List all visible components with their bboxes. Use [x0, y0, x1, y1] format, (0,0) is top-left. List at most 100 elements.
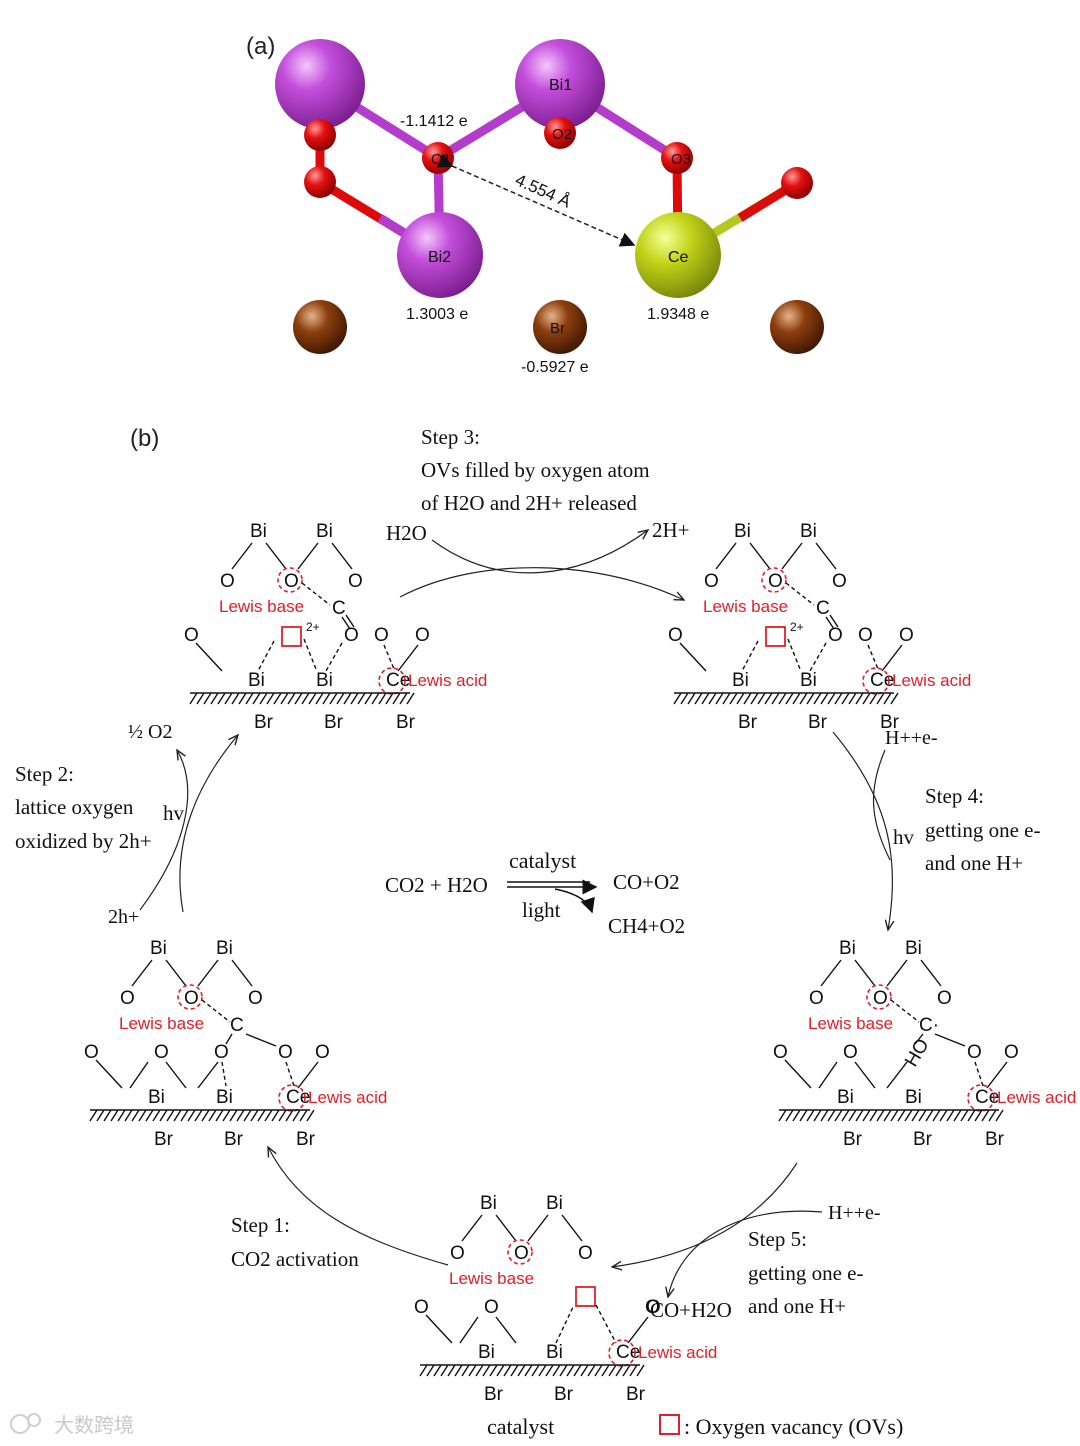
br-label: Br [626, 1384, 646, 1405]
surface-hatch [433, 1364, 442, 1377]
surface-hatch [343, 692, 352, 705]
lewis-base-site-circle [866, 984, 892, 1010]
bond [818, 1061, 838, 1089]
lewis-base-label: Lewis base [703, 597, 788, 616]
surface-hatch [110, 1109, 119, 1122]
bond [867, 644, 879, 670]
lewis-acid-site-circle [862, 667, 890, 695]
surface-hatch [194, 1109, 203, 1122]
step1-title: Step 1: [231, 1213, 290, 1237]
oxygen-vacancy-square [575, 1286, 596, 1307]
lewis-base-label: Lewis base [119, 1014, 204, 1033]
bond [886, 1061, 908, 1089]
species-co-h2o: CO+H2O [650, 1298, 732, 1322]
bond [165, 959, 187, 987]
step2-arrow-side [139, 750, 189, 911]
bond [231, 959, 253, 987]
surface-hatch [287, 692, 296, 705]
lewis-base-site-circle [761, 567, 787, 593]
watermark: 大数跨境 [54, 1414, 134, 1437]
surface-hatch [757, 692, 766, 705]
bi-label-top: Bi [480, 1193, 497, 1214]
surface-hatch [890, 692, 899, 705]
lewis-acid-site-circle [378, 667, 406, 695]
hv-step4: hv [893, 825, 915, 849]
surface-hatch [117, 1109, 126, 1122]
surface-hatch [238, 692, 247, 705]
o-label: O [344, 625, 359, 646]
step3-line2: of H2O and 2H+ released [421, 491, 637, 515]
bi-label-bottom: Bi [732, 670, 749, 691]
surface-hatch [785, 1109, 794, 1122]
surface-hatch [601, 1364, 610, 1377]
bond [383, 644, 395, 670]
step5-line1: getting one e- [748, 1261, 863, 1285]
bond [165, 1061, 187, 1089]
surface-hatch [350, 692, 359, 705]
surface-hatch [208, 1109, 217, 1122]
surface-hatch [862, 692, 871, 705]
reaction-product1: CO+O2 [613, 870, 680, 894]
o3-atom [661, 142, 693, 174]
o-label: O [484, 1297, 499, 1318]
bond [301, 582, 331, 606]
bond [679, 642, 707, 672]
step5-arrow-main [612, 1162, 798, 1267]
surface-hatch [273, 692, 282, 705]
bond [221, 1061, 227, 1087]
lewis-base-label: Lewis base [808, 1014, 893, 1033]
surface-hatch [329, 692, 338, 705]
o-label: O [120, 988, 135, 1009]
surface-hatch [210, 692, 219, 705]
surface-hatch [890, 1109, 899, 1122]
o-label-lewis-base: O [184, 988, 199, 1009]
surface-hatch [743, 692, 752, 705]
surface-hatch [594, 1364, 603, 1377]
carbon-label: C [816, 598, 830, 619]
surface-hatch [785, 692, 794, 705]
reaction-product2: CH4+O2 [608, 914, 685, 938]
surface-hatch [245, 692, 254, 705]
bi-label-bottom: Bi [905, 1087, 922, 1108]
step4-line1: getting one e- [925, 818, 1040, 842]
surface-hatch [953, 1109, 962, 1122]
ce-label: Ce [386, 670, 410, 691]
surface-hatch [792, 692, 801, 705]
o-label: O [84, 1042, 99, 1063]
surface-hatch [496, 1364, 505, 1377]
lewis-acid-site-circle [967, 1084, 995, 1112]
bi-label-bottom: Bi [148, 1087, 165, 1108]
charge-br: -0.5927 e [521, 359, 589, 376]
step4-arrow-side [872, 749, 891, 861]
br-label: Br [843, 1129, 863, 1150]
center-reaction: CO2 + H2O catalyst light CO+O2 CH4+O2 [385, 848, 685, 938]
surface-hatch [932, 1109, 941, 1122]
lewis-acid-label: Lewis acid [997, 1088, 1076, 1107]
bi-label-bottom: Bi [316, 670, 333, 691]
surface-hatch [841, 692, 850, 705]
bi-label-top: Bi [546, 1193, 563, 1214]
surface-hatch [995, 1109, 1004, 1122]
bond [331, 542, 353, 570]
surface-hatch [883, 1109, 892, 1122]
bond [195, 642, 223, 672]
bond [225, 1033, 233, 1045]
bond [890, 999, 920, 1023]
bond [820, 959, 842, 987]
surface-hatch [371, 692, 380, 705]
panel-a: (a) Bi1 O2 [246, 33, 824, 376]
atom-label-bi2: Bi2 [428, 249, 451, 266]
br-atom [293, 300, 347, 354]
surface-hatch [103, 1109, 112, 1122]
surface-hatch [531, 1364, 540, 1377]
step2-title: Step 2: [15, 762, 74, 786]
o-label: O [248, 988, 263, 1009]
o-label: O [414, 1297, 429, 1318]
bond [131, 959, 153, 987]
surface-hatch [124, 1109, 133, 1122]
species-2h: 2h+ [108, 906, 139, 928]
surface-hatch [440, 1364, 449, 1377]
surface-hatch [392, 692, 401, 705]
surface-hatch [904, 1109, 913, 1122]
